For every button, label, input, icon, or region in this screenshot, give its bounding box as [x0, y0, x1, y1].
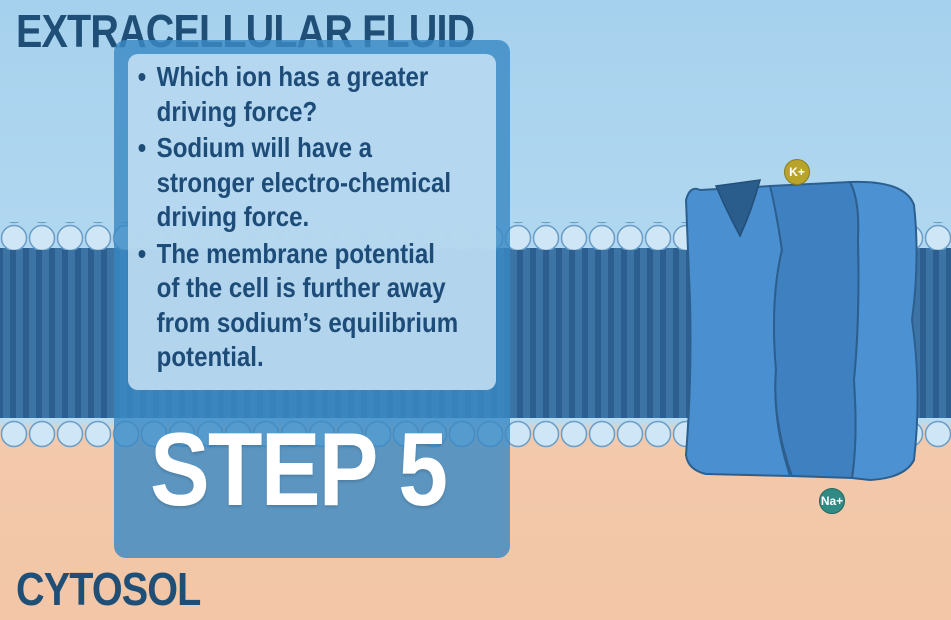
bullet-question: Which ion has a greater driving force?: [136, 60, 463, 129]
channel-center-subunit: [768, 180, 860, 480]
potassium-ion-label: K+: [789, 165, 805, 179]
step-title: STEP 5: [150, 412, 448, 528]
bullet-answer: Sodium will have a stronger electro-chem…: [136, 131, 463, 235]
sodium-ion: Na+: [819, 488, 845, 514]
bullet-explanation: The membrane potential of the cell is fu…: [136, 237, 463, 375]
bullet-list: Which ion has a greater driving force? S…: [136, 60, 516, 377]
sodium-ion-label: Na+: [820, 494, 844, 508]
channel-gate: [714, 179, 762, 238]
channel-right-subunit: [848, 180, 919, 482]
cytosol-label: CYTOSOL: [16, 563, 201, 615]
potassium-ion: K+: [784, 159, 810, 185]
ion-channel: [684, 179, 919, 482]
